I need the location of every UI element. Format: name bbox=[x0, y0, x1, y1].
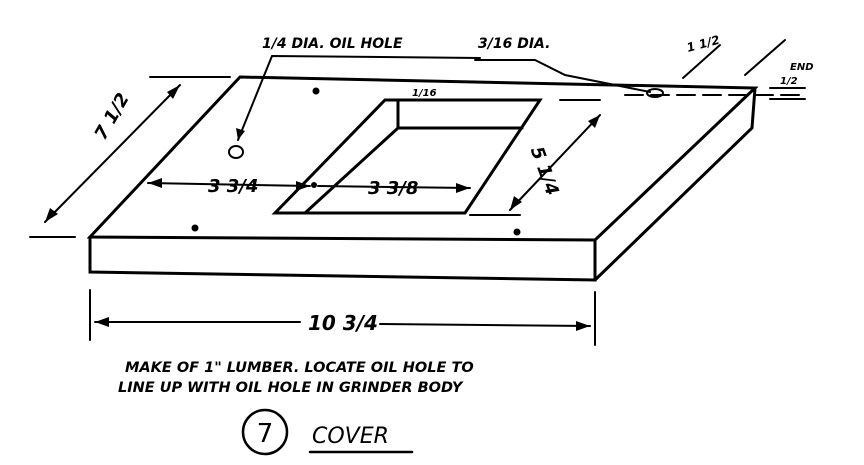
small-hole-leader bbox=[474, 59, 651, 93]
dim-left-line bbox=[147, 182, 311, 187]
dim-width-line bbox=[44, 84, 181, 223]
part-name: COVER bbox=[312, 424, 389, 449]
board-side-edge bbox=[593, 86, 757, 282]
inner-offset-label: 1/16 bbox=[412, 88, 437, 99]
center-opening bbox=[271, 98, 543, 215]
dim-depth-line bbox=[509, 114, 601, 211]
dim-depth-label: 5 1/4 bbox=[526, 144, 563, 199]
oil-hole-leader bbox=[237, 54, 481, 141]
dim-left-label: 3 3/4 bbox=[208, 176, 258, 197]
dim-opening-label: 3 3/8 bbox=[368, 178, 418, 199]
oil-hole bbox=[228, 145, 244, 159]
dim-opening-line bbox=[317, 185, 471, 189]
board-front-edge bbox=[88, 235, 597, 282]
end-label: END bbox=[790, 62, 814, 73]
small-hole-label: 3/16 DIA. bbox=[478, 36, 550, 52]
edge-offset-label: 1 1/2 bbox=[685, 33, 721, 55]
part-number: 7 bbox=[257, 419, 274, 449]
part-number-circle bbox=[241, 408, 289, 456]
note-line-2: LINE UP WITH OIL HOLE IN GRINDER BODY bbox=[118, 380, 464, 396]
oil-hole-label: 1/4 DIA. OIL HOLE bbox=[262, 36, 403, 52]
opening-inner-edge bbox=[396, 98, 524, 130]
dim-width-label: 7 1/2 bbox=[90, 89, 133, 143]
dim-length-label: 10 3/4 bbox=[308, 311, 378, 335]
end-offset-label: 1/2 bbox=[780, 76, 798, 87]
note-line-1: MAKE OF 1" LUMBER. LOCATE OIL HOLE TO bbox=[125, 360, 474, 376]
